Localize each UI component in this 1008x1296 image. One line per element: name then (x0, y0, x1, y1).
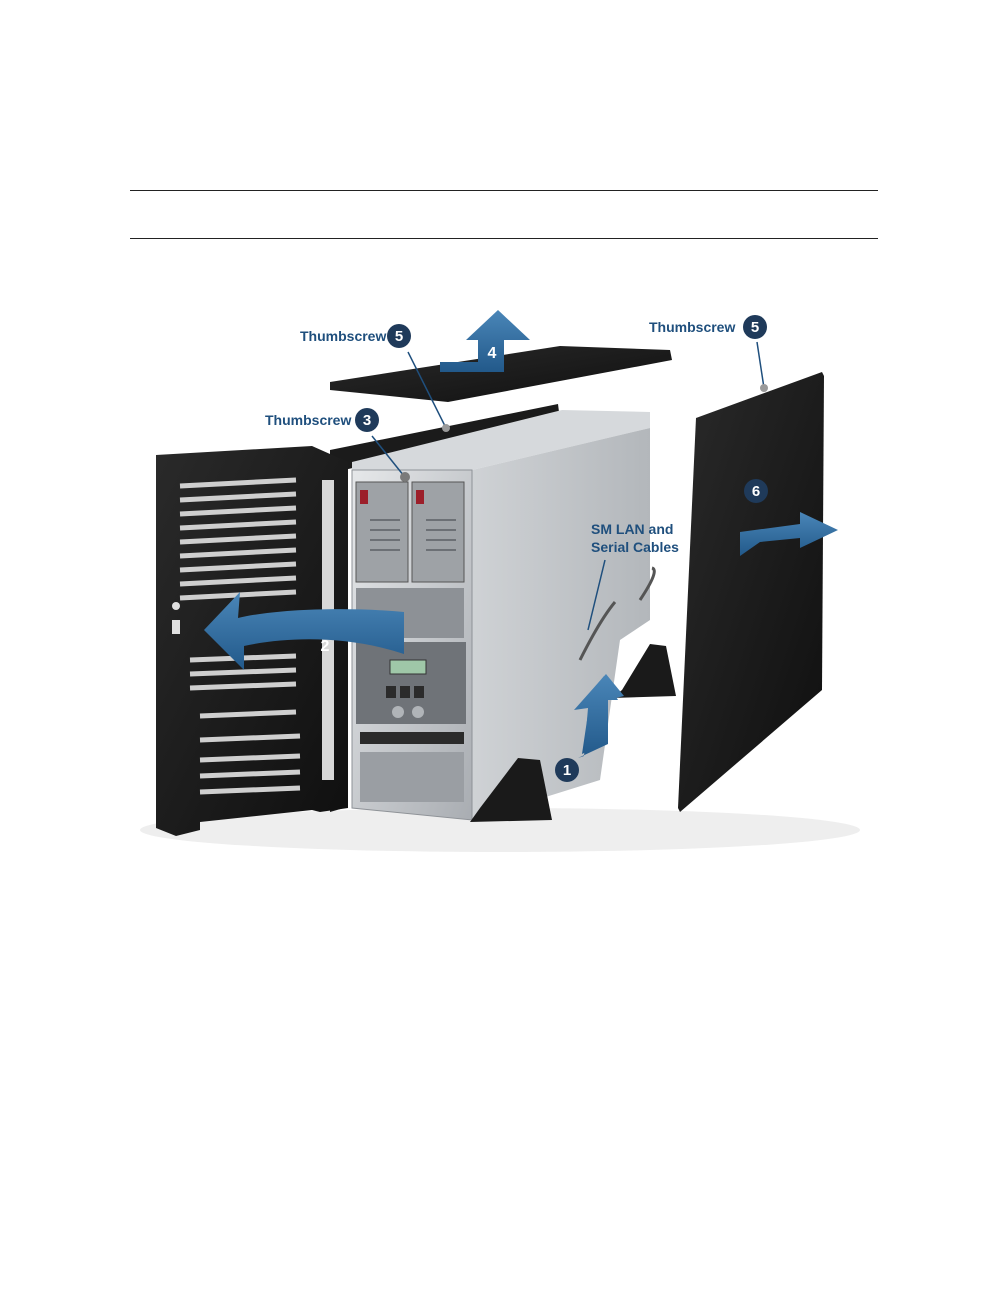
step-5-badge-top: 5 (387, 324, 411, 348)
thumbscrew-icon (400, 472, 410, 482)
lower-vent (360, 752, 464, 802)
optical-drive (360, 732, 464, 744)
thumbscrew-front-label: Thumbscrew (265, 412, 351, 428)
svg-text:5: 5 (395, 328, 403, 345)
step-3-badge: 3 (355, 408, 379, 432)
cables-label-line2: Serial Cables (591, 539, 679, 555)
svg-text:5: 5 (751, 319, 759, 336)
step-2-label: 2 (321, 638, 330, 655)
thumbscrew-icon (442, 424, 450, 432)
rear-foot (612, 644, 676, 698)
svg-text:3: 3 (363, 412, 371, 429)
svg-text:6: 6 (752, 483, 760, 500)
step-6-badge: 6 (744, 479, 768, 503)
thumbscrew-top-label: Thumbscrew (300, 328, 386, 344)
svg-text:1: 1 (563, 762, 571, 779)
thumbscrew-right-leader (757, 342, 764, 388)
step-5-badge-right: 5 (743, 315, 767, 339)
step-4-label: 4 (488, 345, 497, 362)
door-lock-icon (172, 602, 180, 610)
side-cover (678, 372, 824, 812)
cables-label-line1: SM LAN and (591, 521, 673, 537)
step-1-badge: 1 (555, 758, 579, 782)
front-control-panel (356, 642, 466, 724)
thumbscrew-right-label: Thumbscrew (649, 319, 735, 335)
thumbscrew-icon (760, 384, 768, 392)
